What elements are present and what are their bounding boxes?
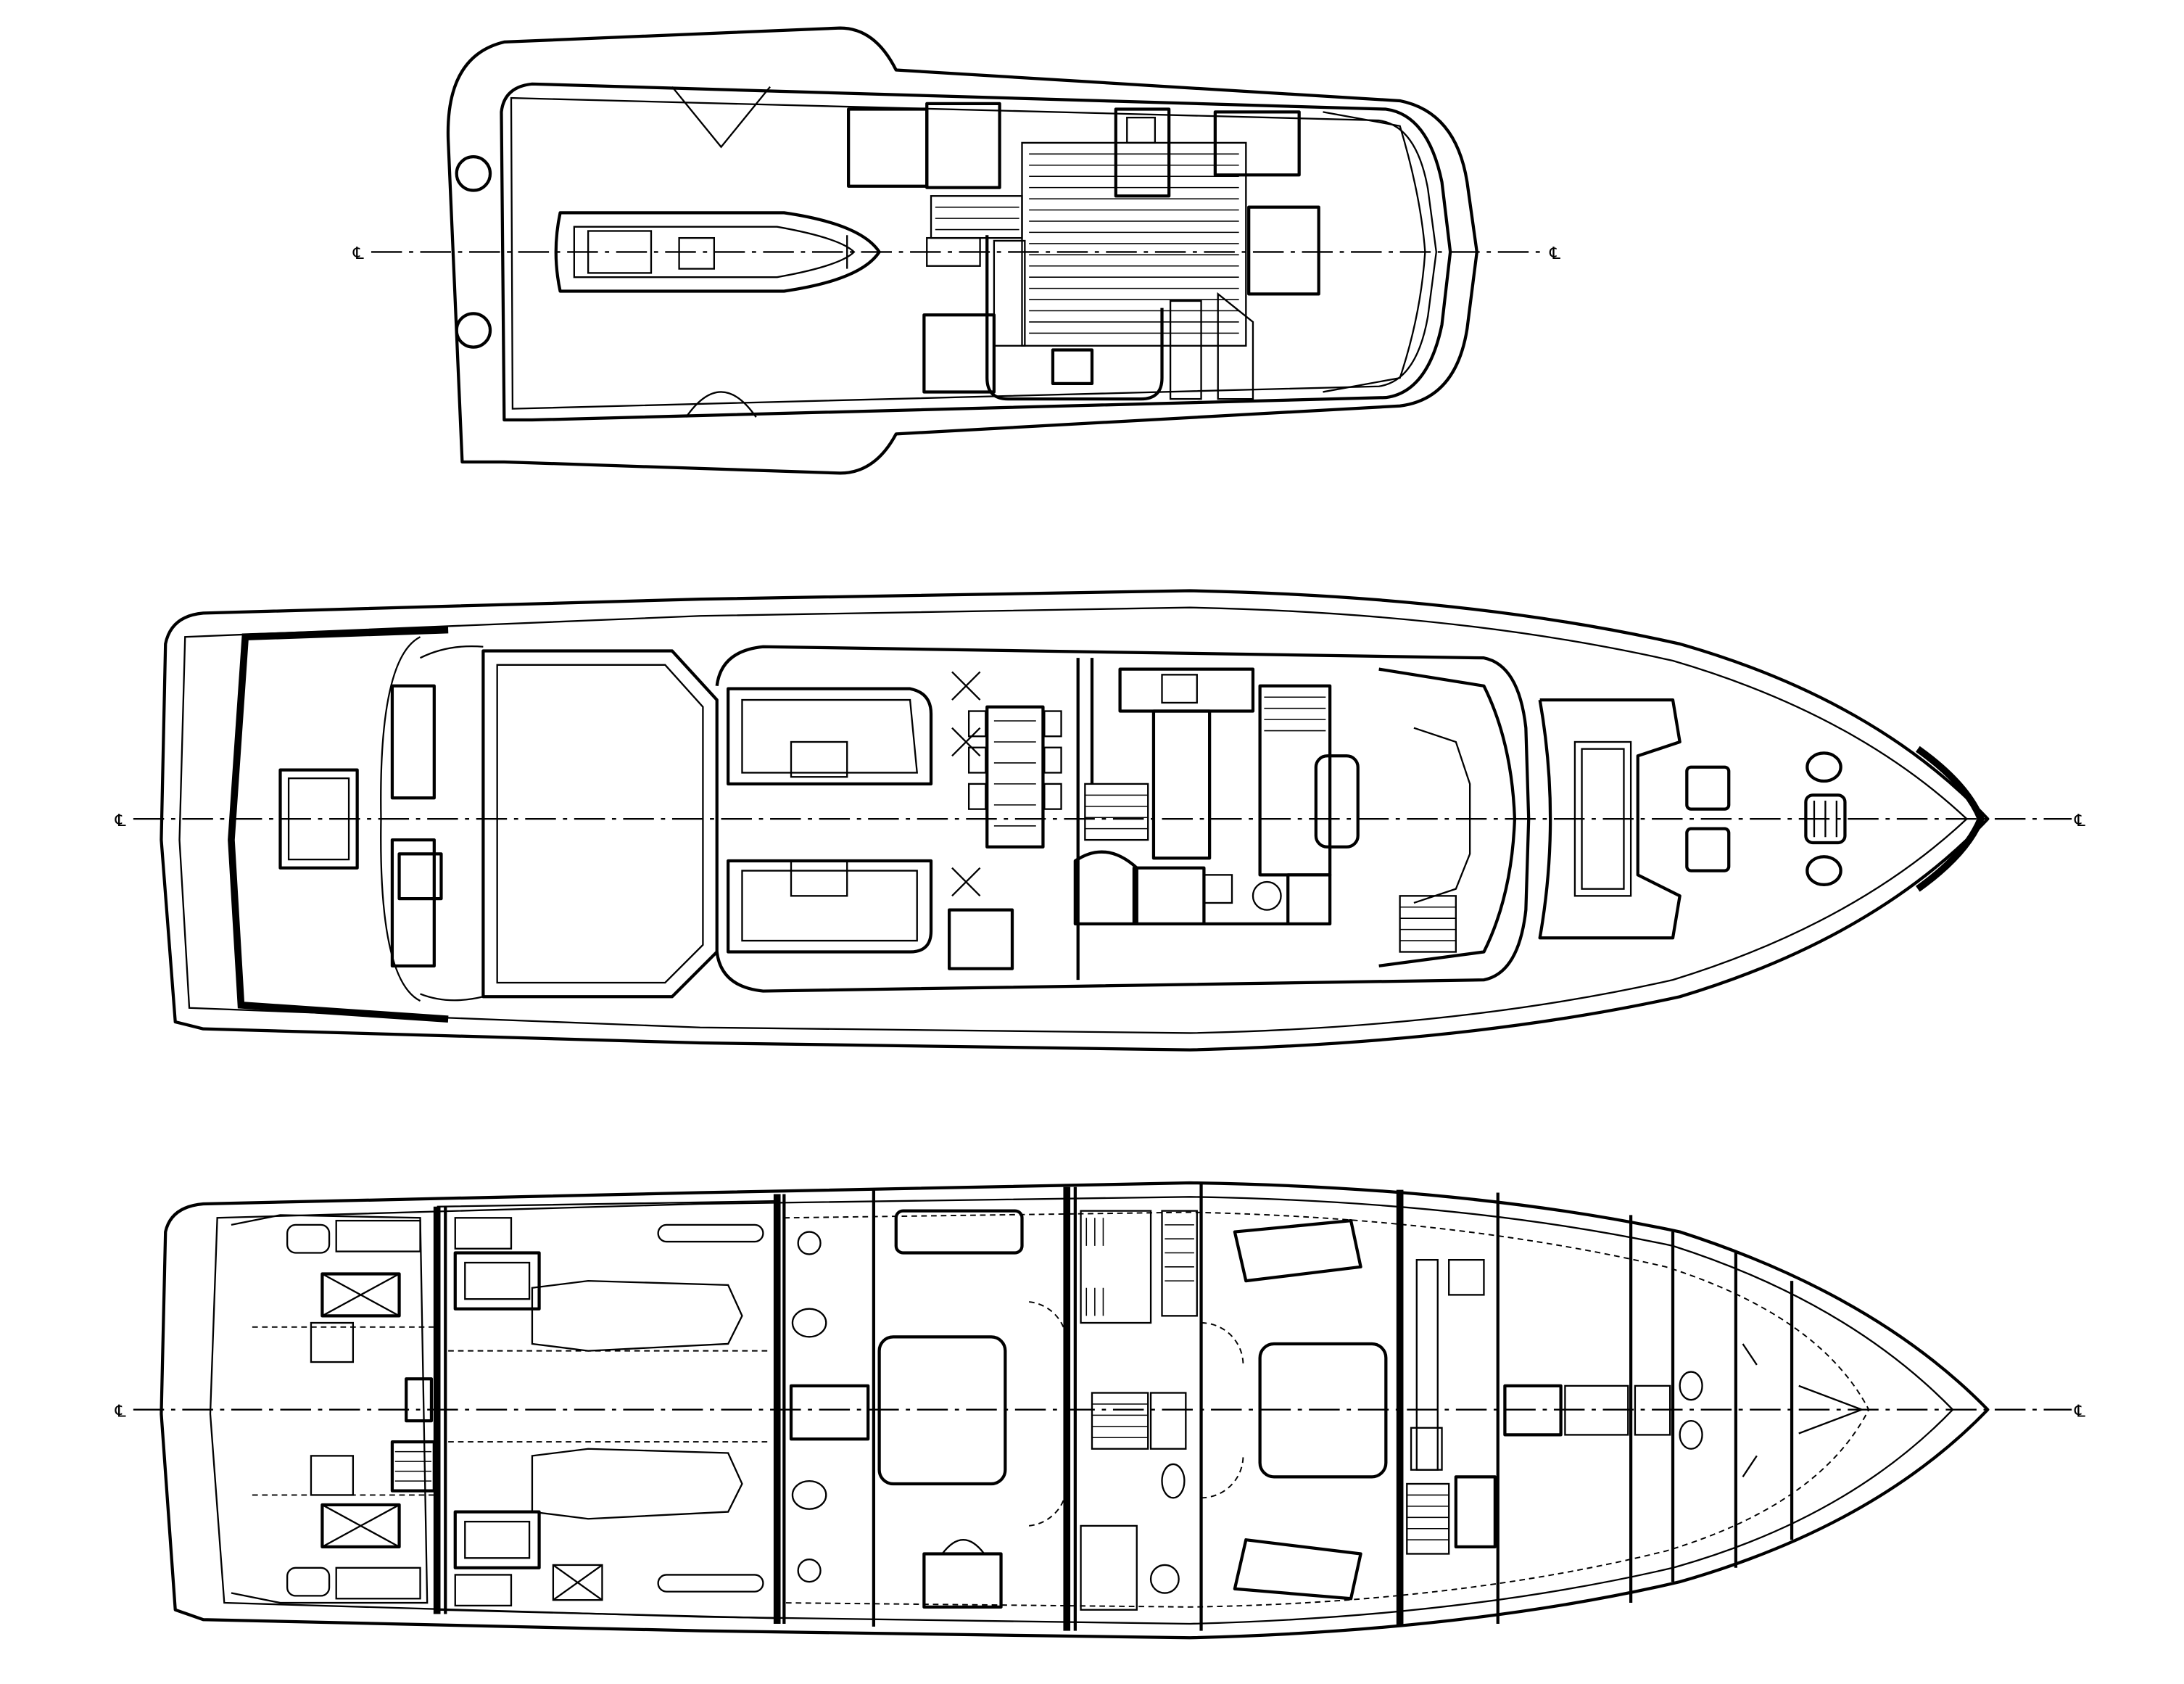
chair — [397, 852, 443, 901]
toilet-icon — [1252, 880, 1282, 911]
fender-icon — [455, 312, 492, 349]
stairs — [1084, 783, 1149, 841]
toilet-icon — [1161, 1463, 1186, 1499]
salon-sofa — [727, 687, 933, 786]
wardrobe — [894, 1209, 1024, 1255]
dining-table — [985, 705, 1045, 849]
centerline-symbol: ℄ — [115, 812, 126, 830]
engine — [453, 1251, 541, 1311]
centerline-symbol: ℄ — [352, 244, 364, 263]
salon-sofa — [727, 859, 933, 954]
washbasin-icon — [1149, 1564, 1180, 1594]
main-deck-hull-outline — [160, 589, 1990, 1052]
hatch-cover — [1685, 765, 1731, 811]
generator — [320, 1503, 401, 1548]
shower — [1149, 1392, 1187, 1450]
toilet-icon — [1679, 1419, 1703, 1450]
lower-deck-plan: ℄ ℄ — [115, 1181, 2085, 1640]
aft-deck-table — [481, 649, 719, 999]
foredeck-sunpad — [1538, 698, 1682, 940]
main-engine — [531, 1279, 743, 1352]
flybridge-hull-outline — [500, 82, 1452, 422]
galley-island — [1151, 709, 1212, 860]
centerline-symbol: ℄ — [115, 1402, 126, 1421]
main-deck-plan: ℄ ℄ — [115, 589, 2085, 1052]
centerline-symbol: ℄ — [1549, 244, 1560, 263]
flybridge-outer-platform — [446, 26, 1478, 475]
single-berth — [1233, 1538, 1362, 1601]
transom-bulwark — [228, 626, 449, 1023]
toilet-icon — [797, 1559, 822, 1583]
tender-dinghy — [554, 211, 881, 293]
teak-deck — [930, 141, 1247, 347]
washbasin-icon — [791, 1479, 827, 1510]
bar-counter — [985, 235, 1164, 401]
flybridge-deck-plan: ℄ ℄ — [352, 26, 1560, 475]
shower — [789, 1384, 870, 1441]
centerline-symbol: ℄ — [2074, 1402, 2085, 1421]
stairs — [1091, 1392, 1149, 1450]
sink-icon — [1051, 348, 1094, 385]
desk — [922, 1552, 1003, 1609]
galley-unit — [1114, 107, 1171, 198]
crew-stairs — [1406, 1482, 1450, 1555]
helm-console — [1258, 684, 1332, 877]
washbasin-icon — [791, 1308, 827, 1338]
main-engine — [531, 1448, 743, 1520]
lower-deck-hull-outline — [160, 1181, 1990, 1640]
engine — [453, 1510, 541, 1569]
engine-room-stairs — [390, 1440, 436, 1493]
fender-icon — [455, 155, 492, 192]
stairs — [1399, 895, 1457, 953]
single-berth — [1233, 1218, 1362, 1283]
bunk-storage — [1080, 1210, 1152, 1324]
generator — [320, 1272, 401, 1318]
sink-icon — [1161, 674, 1198, 704]
windlass-icon — [1805, 751, 1842, 783]
toilet-icon — [797, 1231, 822, 1255]
helm-seat — [1247, 205, 1320, 296]
helm-seat — [1314, 754, 1360, 849]
centerline-symbol: ℄ — [2074, 812, 2085, 830]
toilet-icon — [1679, 1371, 1703, 1401]
sunpad — [847, 107, 929, 188]
windlass-icon — [1805, 855, 1842, 886]
